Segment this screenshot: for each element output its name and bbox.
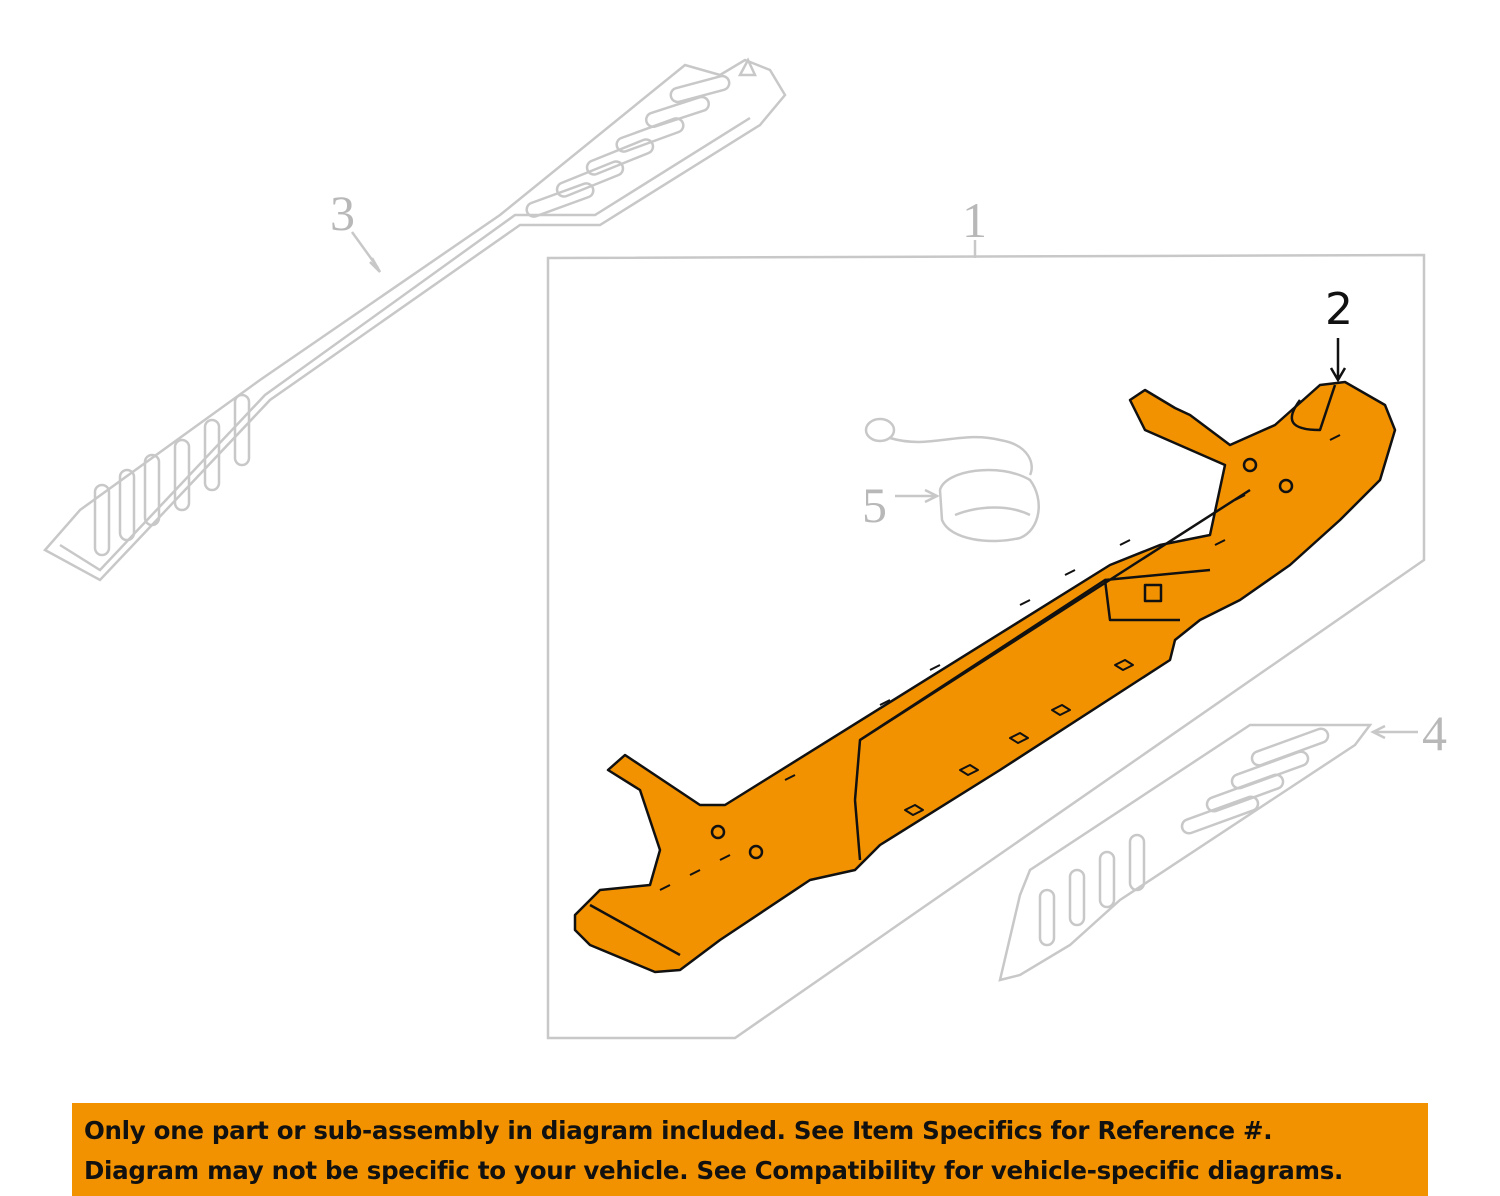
disclaimer-banner: Only one part or sub-assembly in diagram…: [72, 1103, 1428, 1196]
callout-1: 1: [962, 192, 987, 248]
disclaimer-line-1: Only one part or sub-assembly in diagram…: [84, 1116, 1273, 1145]
assembly-box-1: [546, 253, 1426, 1040]
callout-4: 4: [1422, 705, 1447, 761]
callout-2-arrow: [1329, 338, 1347, 383]
part-5-lamp: [864, 417, 1040, 543]
part-4-step-pad: [998, 723, 1373, 982]
callout-4-arrow: [1370, 724, 1418, 740]
disclaimer-line-2: Diagram may not be specific to your vehi…: [84, 1156, 1343, 1185]
callout-3-arrow: [350, 231, 382, 273]
parts-diagram: [43, 57, 1426, 1040]
callout-5: 5: [862, 477, 887, 533]
callout-5-arrow: [895, 488, 940, 504]
part-2-bumper: [573, 380, 1397, 974]
part-3-step-pad: [43, 57, 787, 582]
callout-3: 3: [330, 185, 355, 241]
callout-2: 2: [1325, 284, 1353, 335]
